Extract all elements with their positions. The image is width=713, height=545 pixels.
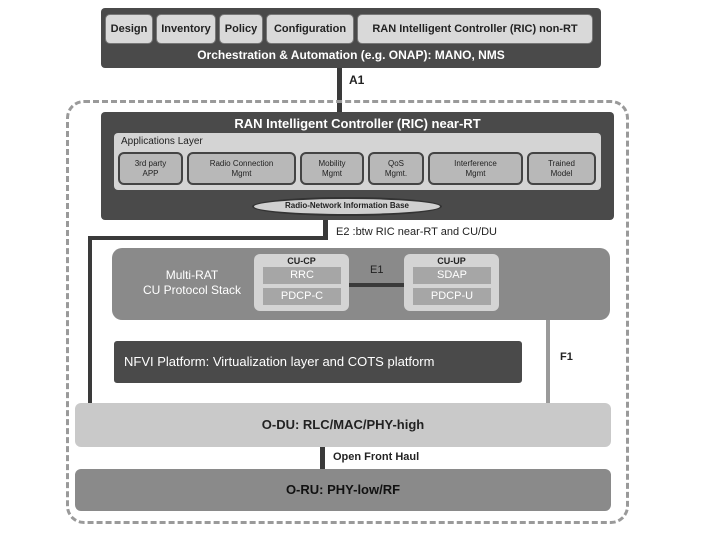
rrc-block[interactable]: RRC xyxy=(263,267,341,284)
o-du-label: O-DU: RLC/MAC/PHY-high xyxy=(261,417,425,432)
app-qos-line2: Mgmt. xyxy=(384,168,408,178)
app-interference-mgmt[interactable]: Interference Mgmt xyxy=(428,152,523,185)
rnib-label: Radio-Network Information Base xyxy=(284,201,409,210)
app-qos-line1: QoS xyxy=(387,158,404,168)
nfvi-platform-box[interactable]: NFVI Platform: Virtualization layer and … xyxy=(114,341,522,383)
tab-inventory[interactable]: Inventory xyxy=(156,14,216,44)
cu-cp-box[interactable]: CU-CP RRC PDCP-C xyxy=(254,254,349,311)
pdcp-u-block[interactable]: PDCP-U xyxy=(413,288,491,305)
f1-label: F1 xyxy=(560,351,573,363)
e2-label: E2 :btw RIC near-RT and CU/DU xyxy=(336,226,497,238)
app-trained-model-line2: Model xyxy=(550,168,573,178)
o-du-box[interactable]: O-DU: RLC/MAC/PHY-high xyxy=(75,403,611,447)
app-3rd-party[interactable]: 3rd party APP xyxy=(118,152,183,185)
app-mobility-line1: Mobility xyxy=(318,158,346,168)
fronthaul-label: Open Front Haul xyxy=(333,451,420,463)
app-radio-connection-mgmt[interactable]: Radio Connection Mgmt xyxy=(187,152,296,185)
orchestration-box: Design Inventory Policy Configuration RA… xyxy=(101,8,601,68)
o-ru-box[interactable]: O-RU: PHY-low/RF xyxy=(75,469,611,511)
app-trained-model-line1: Trained xyxy=(548,158,575,168)
tab-configuration[interactable]: Configuration xyxy=(266,14,354,44)
e2-link-vertical xyxy=(323,220,328,240)
app-qos-mgmt[interactable]: QoS Mgmt. xyxy=(368,152,424,185)
tab-design[interactable]: Design xyxy=(105,14,153,44)
sdap-block[interactable]: SDAP xyxy=(413,267,491,284)
ric-near-rt-title: RAN Intelligent Controller (RIC) near-RT xyxy=(234,116,481,131)
cu-stack-label-line2: CU Protocol Stack xyxy=(142,283,242,297)
e1-link xyxy=(349,283,405,287)
ran-boundary xyxy=(66,100,629,524)
cu-cp-title: CU-CP xyxy=(287,256,316,266)
o-ru-label: O-RU: PHY-low/RF xyxy=(285,482,401,497)
app-interference-line1: Interference xyxy=(454,158,497,168)
nfvi-label: NFVI Platform: Virtualization layer and … xyxy=(124,354,435,369)
app-radio-connection-line2: Mgmt xyxy=(231,168,252,178)
cu-up-title: CU-UP xyxy=(437,256,466,266)
pdcp-c-block[interactable]: PDCP-C xyxy=(263,288,341,305)
app-mobility-line2: Mgmt xyxy=(322,168,342,178)
app-mobility-mgmt[interactable]: Mobility Mgmt xyxy=(300,152,364,185)
app-interference-line2: Mgmt xyxy=(465,168,486,178)
a1-label: A1 xyxy=(349,73,365,87)
applications-layer: Applications Layer 3rd party APP Radio C… xyxy=(114,133,601,190)
e2-link-horizontal xyxy=(88,236,328,240)
fronthaul-link xyxy=(320,447,325,469)
rnib-cylinder[interactable]: Radio-Network Information Base xyxy=(252,197,442,216)
cu-protocol-stack-box: Multi-RAT CU Protocol Stack CU-CP RRC PD… xyxy=(112,248,610,320)
app-3rd-party-line1: 3rd party xyxy=(134,158,167,168)
tab-policy[interactable]: Policy xyxy=(219,14,263,44)
app-trained-model[interactable]: Trained Model xyxy=(527,152,596,185)
tab-ric-non-rt[interactable]: RAN Intelligent Controller (RIC) non-RT xyxy=(357,14,593,44)
cu-up-box[interactable]: CU-UP SDAP PDCP-U xyxy=(404,254,499,311)
a1-link xyxy=(337,68,342,112)
e1-label: E1 xyxy=(370,264,384,276)
e2-link-left-down xyxy=(88,236,92,404)
f1-link xyxy=(546,320,550,404)
cu-stack-label-line1: Multi-RAT xyxy=(165,268,219,282)
app-3rd-party-line2: APP xyxy=(142,168,159,178)
ric-near-rt-box: RAN Intelligent Controller (RIC) near-RT… xyxy=(101,112,614,220)
orchestration-title: Orchestration & Automation (e.g. ONAP): … xyxy=(197,48,505,62)
app-radio-connection-line1: Radio Connection xyxy=(209,158,274,168)
applications-layer-title: Applications Layer xyxy=(121,136,203,147)
